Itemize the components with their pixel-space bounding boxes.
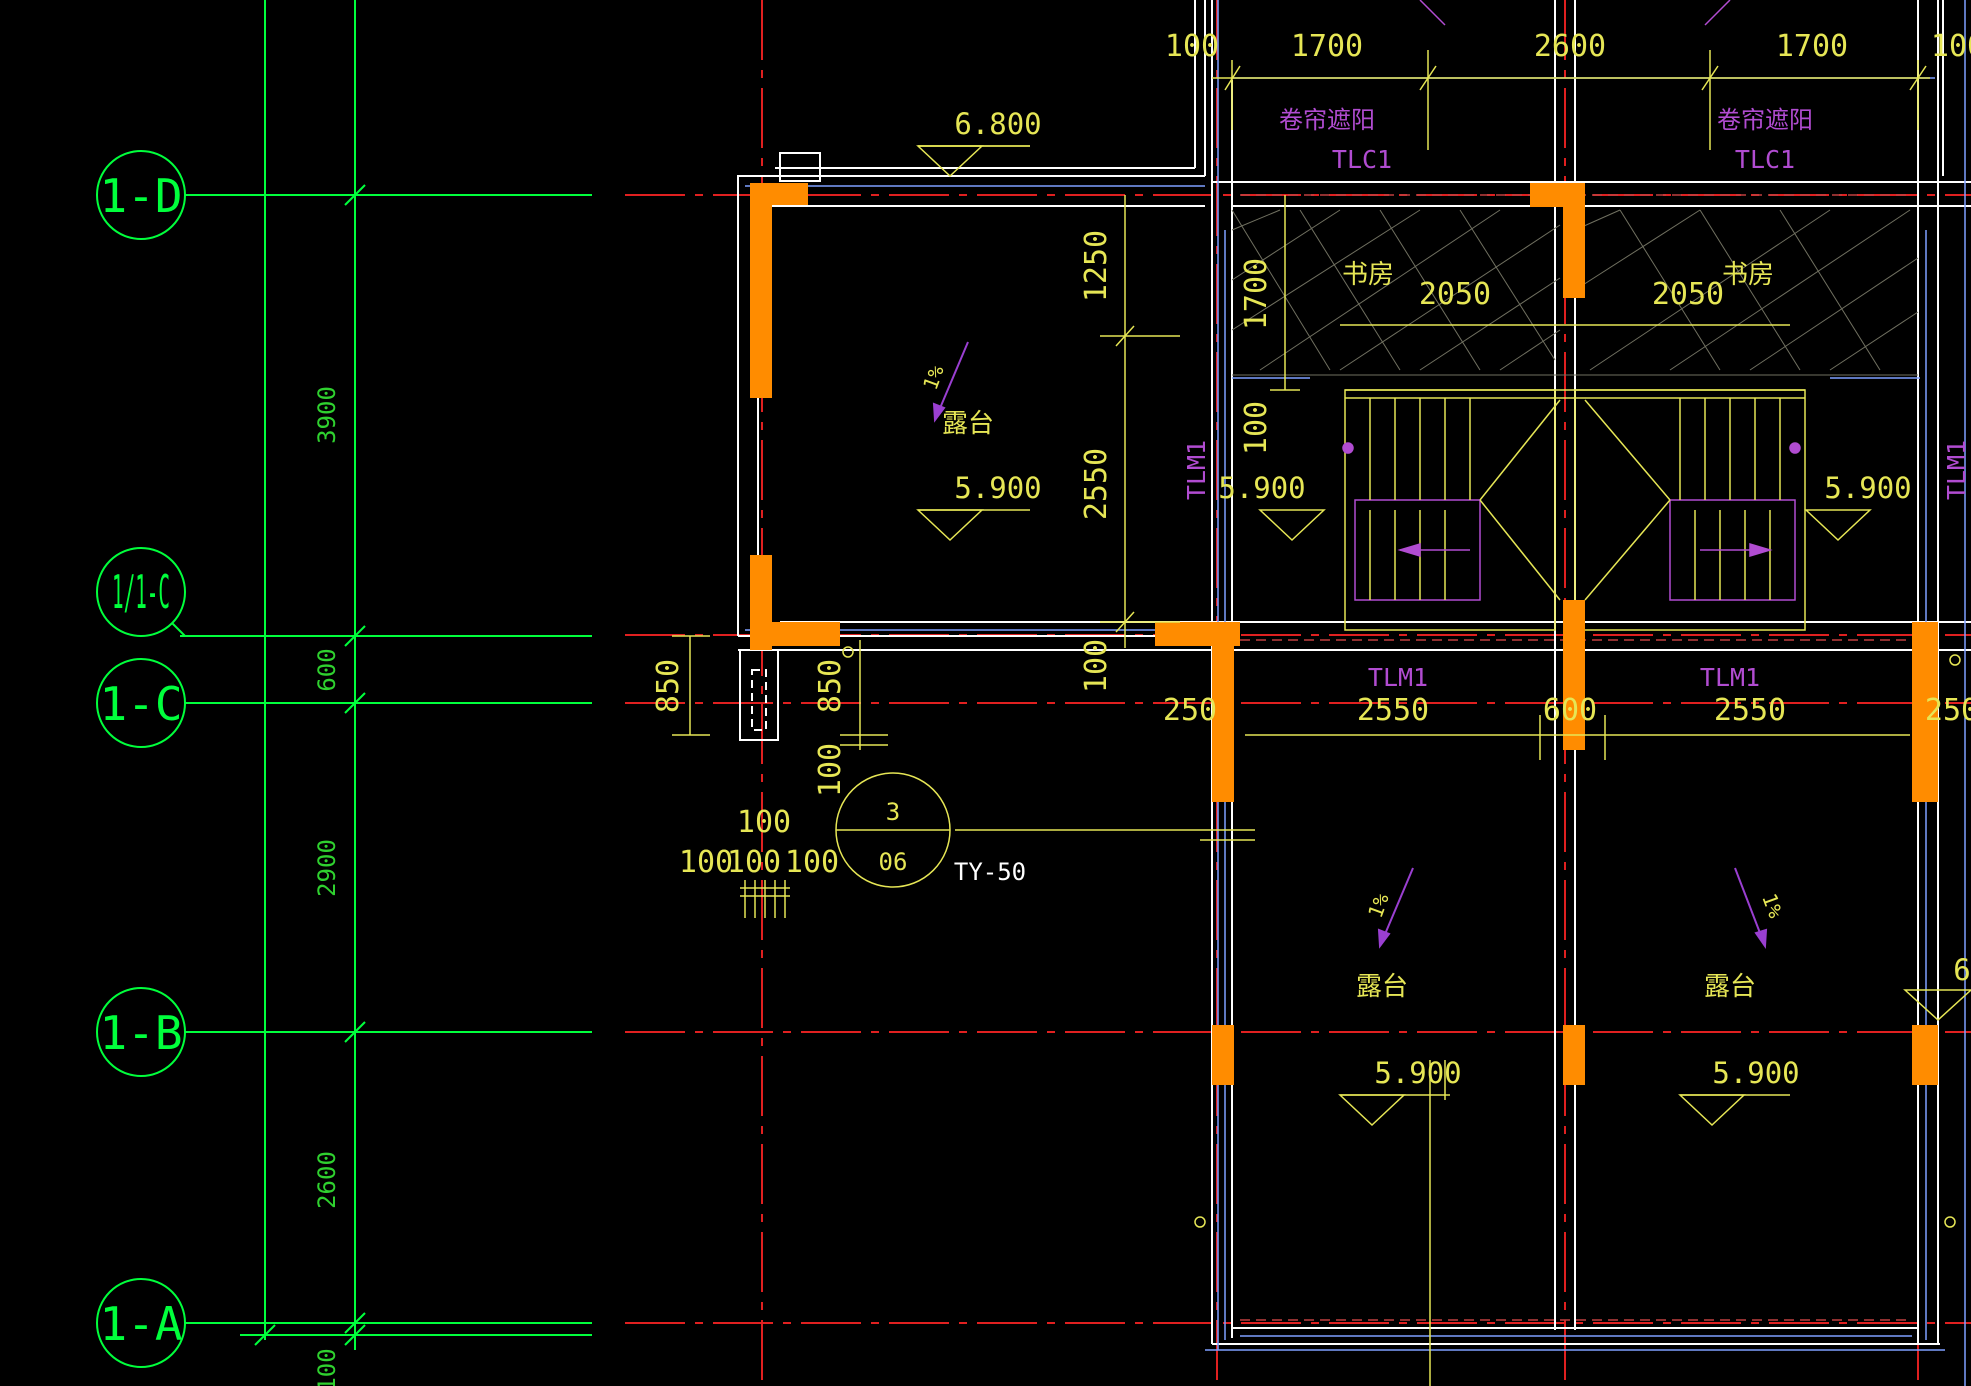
room-terrace-right: 露台	[1704, 972, 1756, 1002]
grid-label-1/1-C: 1/1-C	[112, 565, 170, 619]
column-4	[750, 622, 840, 646]
yellow-dimension-lines	[672, 195, 1910, 1386]
grid-label-1-C: 1-C	[99, 677, 182, 731]
door-tag-tlm1-right: TLM1	[1700, 663, 1760, 692]
grid-bubble-1/1-C[interactable]	[96, 547, 186, 637]
column-12	[1563, 1025, 1585, 1085]
grid-label-1-B: 1-B	[99, 1006, 182, 1060]
grid-labels: 1-D 1/1-C 1-C 1-B 1-A	[99, 169, 182, 1351]
door-tag-tlm1-edge: TLM1	[1942, 440, 1971, 500]
level-5900-stair-right: 5.900	[1824, 471, 1911, 505]
column-8	[1563, 183, 1585, 298]
slope-arrows	[932, 341, 1768, 949]
top-dim-100-right: 100	[1931, 29, 1971, 64]
grid-bubble-1-C[interactable]	[96, 658, 186, 748]
level-5900-terrace-right: 5.900	[1712, 1056, 1799, 1090]
tag-ty-50: TY-50	[954, 858, 1026, 886]
slope-right: 1%	[1757, 890, 1788, 921]
dim-100: 100	[313, 1348, 341, 1386]
dim-850-left: 850	[651, 659, 686, 713]
dim-100-top: 100	[737, 805, 791, 840]
dim-2050-right: 2050	[1652, 277, 1724, 312]
dim-2900: 2900	[313, 839, 341, 897]
dim-600: 600	[313, 648, 341, 691]
columns	[750, 183, 1938, 1085]
left-dimension-text: 3900 600 2900 2600 100	[313, 386, 341, 1386]
door-tag-tlm1-vertical: TLM1	[1182, 440, 1211, 500]
dim-100-vertical: 100	[1079, 639, 1114, 693]
window-tag-tlc1-right: TLC1	[1735, 145, 1795, 174]
level-markers	[916, 145, 1971, 1127]
dim-2050-left: 2050	[1419, 277, 1491, 312]
level-6800: 6.800	[954, 107, 1041, 141]
dim-850-right: 850	[813, 659, 848, 713]
dim-1250: 1250	[1079, 230, 1114, 302]
grid-bubble-1-A[interactable]	[96, 1278, 186, 1368]
callout-number: 3	[886, 798, 900, 826]
grid-bubble-1-B[interactable]	[96, 987, 186, 1077]
detail-callout[interactable]	[835, 772, 951, 888]
dim-1700-vertical: 1700	[1239, 258, 1274, 330]
top-dim-100-left: 100	[1165, 29, 1219, 64]
grid-axis-system	[180, 0, 592, 1350]
slope-left: 1%	[918, 362, 949, 393]
grid-label-1-D: 1-D	[99, 169, 182, 223]
dim-250-left: 250	[1163, 693, 1217, 728]
top-dim-1700-right: 1700	[1776, 29, 1848, 64]
dim-100-small-vertical: 100	[813, 743, 848, 797]
dim-2600: 2600	[313, 1151, 341, 1209]
column-2	[750, 183, 772, 398]
dim-2550-left: 2550	[1357, 693, 1429, 728]
stair-and-study	[1231, 195, 1919, 631]
misc-symbols	[842, 646, 1961, 1228]
room-study-right: 书房	[1722, 260, 1774, 290]
dim-100-c: 100	[785, 845, 839, 880]
slope-mid: 1%	[1363, 890, 1394, 921]
top-dim-1700-left: 1700	[1291, 29, 1363, 64]
grid-label-1-A: 1-A	[99, 1297, 182, 1351]
column-13	[1912, 1025, 1938, 1085]
level-5900-terrace-left: 5.900	[1374, 1056, 1461, 1090]
column-9	[1563, 600, 1585, 750]
column-10	[1912, 622, 1938, 802]
room-terrace-mid: 露台	[1356, 972, 1408, 1002]
level-edge-fragment: 6	[1953, 953, 1970, 987]
window-tag-tlc1-left: TLC1	[1332, 145, 1392, 174]
column-11	[1212, 1025, 1234, 1085]
room-terrace-left: 露台	[942, 409, 994, 439]
top-dimension-lines	[1212, 0, 1930, 150]
grid-bubble-1-D[interactable]	[96, 150, 186, 240]
door-tag-tlm1-left: TLM1	[1368, 663, 1428, 692]
top-dim-2600: 2600	[1534, 29, 1606, 64]
grid-bubbles	[96, 150, 186, 1368]
level-5900-stair-left: 5.900	[1218, 471, 1305, 505]
dim-100-study: 100	[1239, 401, 1274, 455]
dim-100-b: 100	[727, 845, 781, 880]
blind-label-left: 卷帘遮阳	[1279, 106, 1375, 134]
dim-250-right: 250	[1925, 693, 1971, 728]
dim-2550-right: 2550	[1714, 693, 1786, 728]
dim-600-center: 600	[1543, 693, 1597, 728]
dim-2550-vertical: 2550	[1079, 448, 1114, 520]
callout-sheet: 06	[879, 848, 908, 876]
dim-3900: 3900	[313, 386, 341, 444]
dim-100-a: 100	[679, 845, 733, 880]
blind-label-right: 卷帘遮阳	[1717, 106, 1813, 134]
level-5900-left-terrace: 5.900	[954, 471, 1041, 505]
column-6	[1212, 622, 1234, 802]
room-study-left: 书房	[1342, 260, 1394, 290]
